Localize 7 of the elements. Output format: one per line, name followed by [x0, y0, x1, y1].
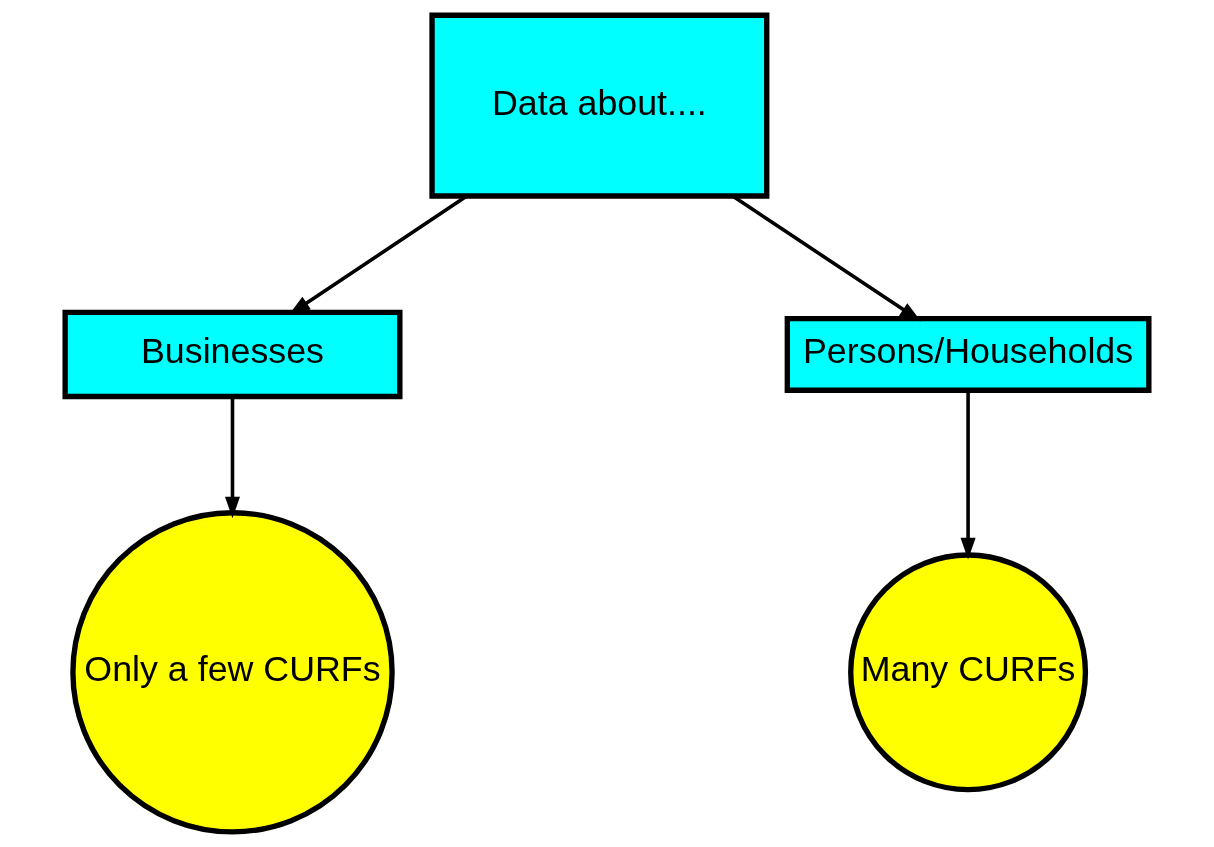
node-box: Businesses [62, 309, 403, 400]
node-box: Data about.... [429, 12, 770, 199]
node-circle: Many CURFs [848, 552, 1089, 793]
arrow [960, 390, 976, 560]
node-circle: Only a few CURFs [70, 510, 395, 835]
arrow [224, 396, 241, 519]
node-box: Persons/Households [784, 315, 1152, 393]
